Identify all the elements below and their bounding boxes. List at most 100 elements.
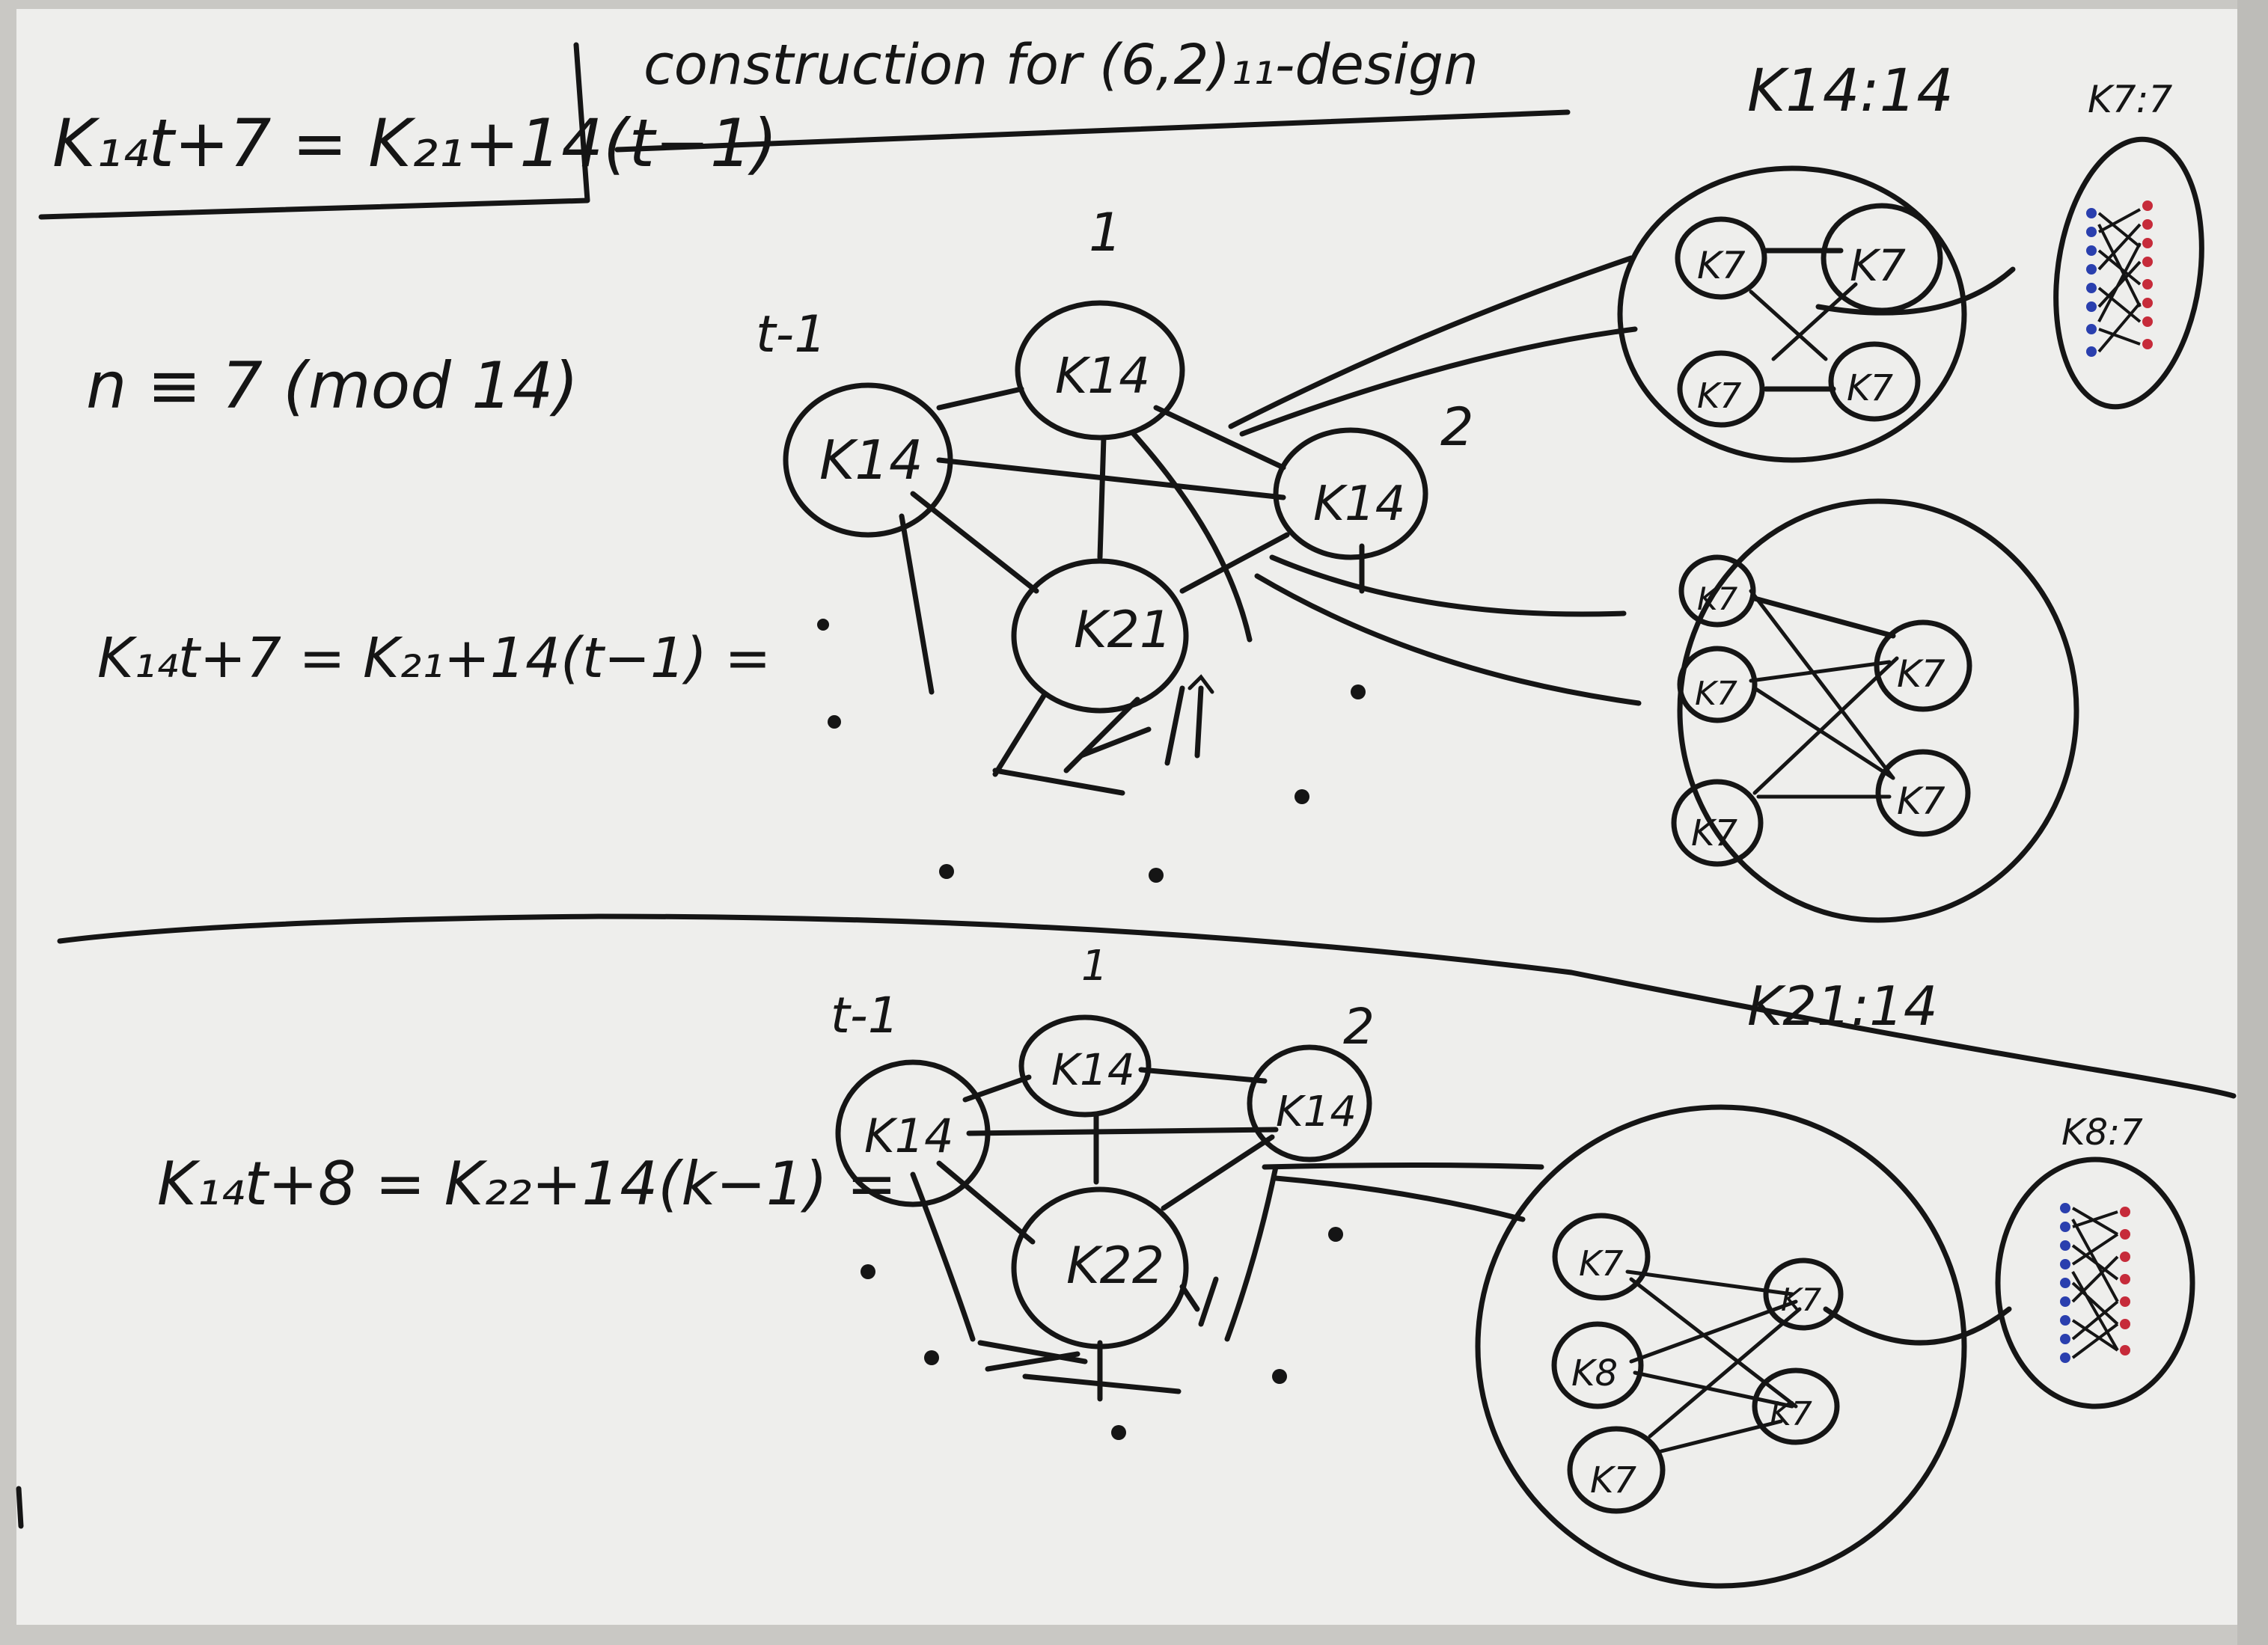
edge [936,386,1024,411]
edge [1752,686,1895,780]
subnode-label: K7 [1590,1459,1636,1501]
blue-dot [2086,324,2097,334]
edge [1063,696,1140,774]
red-dot [2142,238,2153,248]
edge [992,768,1125,796]
title-underline [614,109,1571,153]
subnode-label: K7 [1770,1395,1812,1433]
red-dots [2142,200,2153,349]
node-label: K14 [864,1109,954,1163]
edge [936,1160,1036,1245]
edge [1749,290,1828,361]
blue-dot [2060,1278,2070,1288]
red-dot [2120,1296,2130,1307]
blue-dot [2086,245,2097,256]
node-k21 [1011,558,1189,714]
node-label: K22 [1066,1237,1164,1296]
dot [1149,868,1164,883]
cluster-boundary [1475,1104,1967,1589]
section-divider [57,913,2237,1099]
subnode-k7 [1567,1426,1666,1514]
label-one: 1 [1081,942,1108,990]
bottom-formula: K₁₄t+8 = K₂₂+14(k−1) = [157,1149,896,1219]
red-dots [2120,1207,2130,1355]
subnode-k7 [1875,749,1971,837]
subnode-k7 [1752,1367,1840,1445]
dot [1272,1369,1287,1384]
red-dot [2142,298,2153,308]
edge [899,513,935,695]
node-k14-right [1273,427,1428,560]
edge [1164,685,1185,766]
edge [985,1351,1080,1372]
subnode-k7 [1821,203,1943,313]
k21-14-label: K21:14 [1747,975,1938,1038]
cluster-k21-14: K7 K7 K7 K7 K7 [1671,498,2079,923]
blue-dot [2086,346,2097,357]
formula-box-border [38,42,590,220]
blue-dot [2086,264,2097,275]
subnode-k8 [1551,1321,1644,1409]
edge [1633,1370,1794,1409]
edge [1194,685,1204,759]
dot [924,1350,939,1365]
edge [1752,656,1899,795]
formula-box-text: K₁₄t+7 = K₂₁+14(t−1) [52,105,777,182]
edge-to-cluster [1262,1162,1544,1170]
edge [1138,1067,1268,1084]
blue-dot [2060,1259,2070,1269]
cluster-boundary [1677,498,2079,923]
blue-dot [2086,208,2097,218]
blue-dot [2086,301,2097,312]
node-label: K14 [1055,347,1150,405]
subnode-label: K7 [1847,367,1893,409]
dot [1351,684,1366,699]
edge [1749,660,1892,683]
red-dot [2142,279,2153,290]
blue-dot [2060,1296,2070,1307]
edge [1179,532,1290,594]
frame-right [2237,0,2268,1645]
dot [1111,1425,1126,1440]
red-dot [2120,1345,2130,1355]
bipartite-boundary [2053,136,2204,410]
subnode-k7 [1675,216,1767,300]
blue-dot [2060,1353,2070,1363]
node-k14-left [783,382,953,538]
subnode-label: K7 [1579,1243,1623,1284]
edge [1749,589,1895,780]
blue-dots [2086,208,2097,357]
subnode-label: K7 [1850,240,1906,291]
subnode-k7 [1552,1213,1651,1301]
node-k14-left [835,1059,991,1207]
blue-dot [2060,1203,2070,1213]
subnode-k7 [1671,779,1764,867]
red-dot [2142,219,2153,230]
label-t-minus-1: t-1 [756,305,826,364]
cluster-bottom: K7 K8 K7 K7 K7 [1475,1104,2012,1589]
edge [910,491,1039,594]
bipartite-edges [2071,1207,2119,1359]
bipartite-boundary [1995,1157,2195,1409]
blue-dot [2086,283,2097,293]
edge [1097,435,1107,560]
node-label: K21 [1074,601,1172,660]
edge-to-cluster1 [1239,326,1638,437]
red-dot [2120,1274,2130,1284]
edge-to-k7-7 [1815,266,2016,316]
cluster-boundary [1617,165,1967,463]
edge [936,457,1286,500]
edge [1161,1134,1275,1211]
node-k14-top [1018,1014,1152,1118]
k8-7-label: K8:7 [2061,1112,2143,1154]
blue-dot [2060,1315,2070,1326]
dot [828,715,841,729]
subnode-label: K7 [1897,779,1945,823]
blue-dot [2060,1240,2070,1251]
edge [1648,1307,1802,1439]
edge-to-cluster [1273,1175,1526,1222]
dot [1295,789,1309,804]
dot [817,619,829,631]
edge-to-cluster1 [1228,255,1634,429]
